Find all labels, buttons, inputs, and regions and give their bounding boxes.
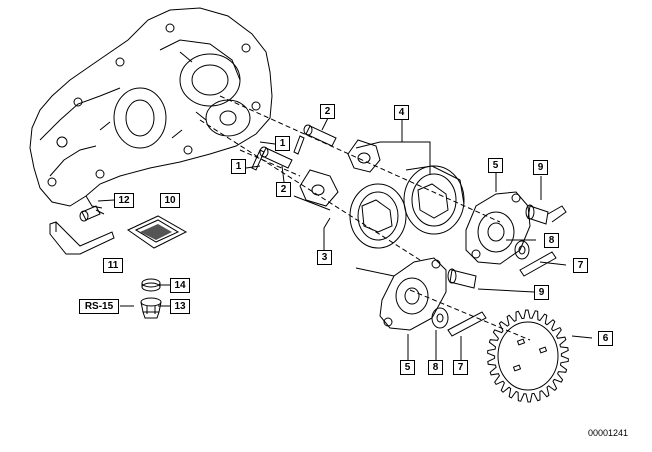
callout-2-upper: 2 — [320, 104, 335, 119]
pin-part-7-upper — [519, 251, 557, 277]
callout-8-lower: 8 — [428, 360, 443, 375]
rotor-set-part-4 — [347, 139, 465, 235]
dowel-part-2 — [259, 124, 337, 169]
callout-1-upper: 1 — [275, 136, 290, 151]
rotor-set-part-3 — [293, 169, 407, 249]
callout-2-lower: 2 — [276, 182, 291, 197]
callout-10: 10 — [160, 193, 180, 208]
gear-part-6 — [487, 309, 569, 403]
filter-screen-part-10 — [126, 215, 188, 249]
callout-1-lower: 1 — [231, 159, 246, 174]
assembly-axis-lines — [199, 95, 531, 341]
callout-14: 14 — [170, 278, 190, 293]
callout-3: 3 — [317, 250, 332, 265]
plug-part-13 — [140, 297, 162, 319]
washer-part-8-lower — [431, 307, 449, 329]
callout-9-upper: 9 — [533, 160, 548, 175]
bolt-part-12 — [79, 205, 105, 222]
bolt-part-9-lower — [447, 268, 477, 289]
callout-5-lower: 5 — [400, 360, 415, 375]
callout-13: 13 — [170, 299, 190, 314]
pump-housing-part-5-lower — [379, 257, 447, 331]
callout-6: 6 — [598, 331, 613, 346]
callout-7-upper: 7 — [573, 258, 588, 273]
bracket-part-11 — [49, 221, 115, 255]
bolt-part-9-upper — [525, 204, 567, 225]
document-number: 00001241 — [588, 428, 629, 438]
callout-7-lower: 7 — [453, 360, 468, 375]
engine-crankcase — [29, 7, 273, 209]
callout-11: 11 — [103, 258, 123, 273]
sealing-ring-part-14 — [141, 278, 161, 292]
callout-5-upper: 5 — [488, 158, 503, 173]
pump-housing-part-5-upper — [465, 191, 531, 265]
callout-12: 12 — [114, 193, 134, 208]
leader-lines — [97, 117, 593, 360]
callout-9-lower: 9 — [534, 285, 549, 300]
callout-4: 4 — [394, 105, 409, 120]
callout-rs-15: RS-15 — [79, 299, 119, 314]
washer-part-8-upper — [514, 240, 530, 260]
callout-8-upper: 8 — [544, 233, 559, 248]
pin-part-7-lower — [447, 311, 487, 337]
